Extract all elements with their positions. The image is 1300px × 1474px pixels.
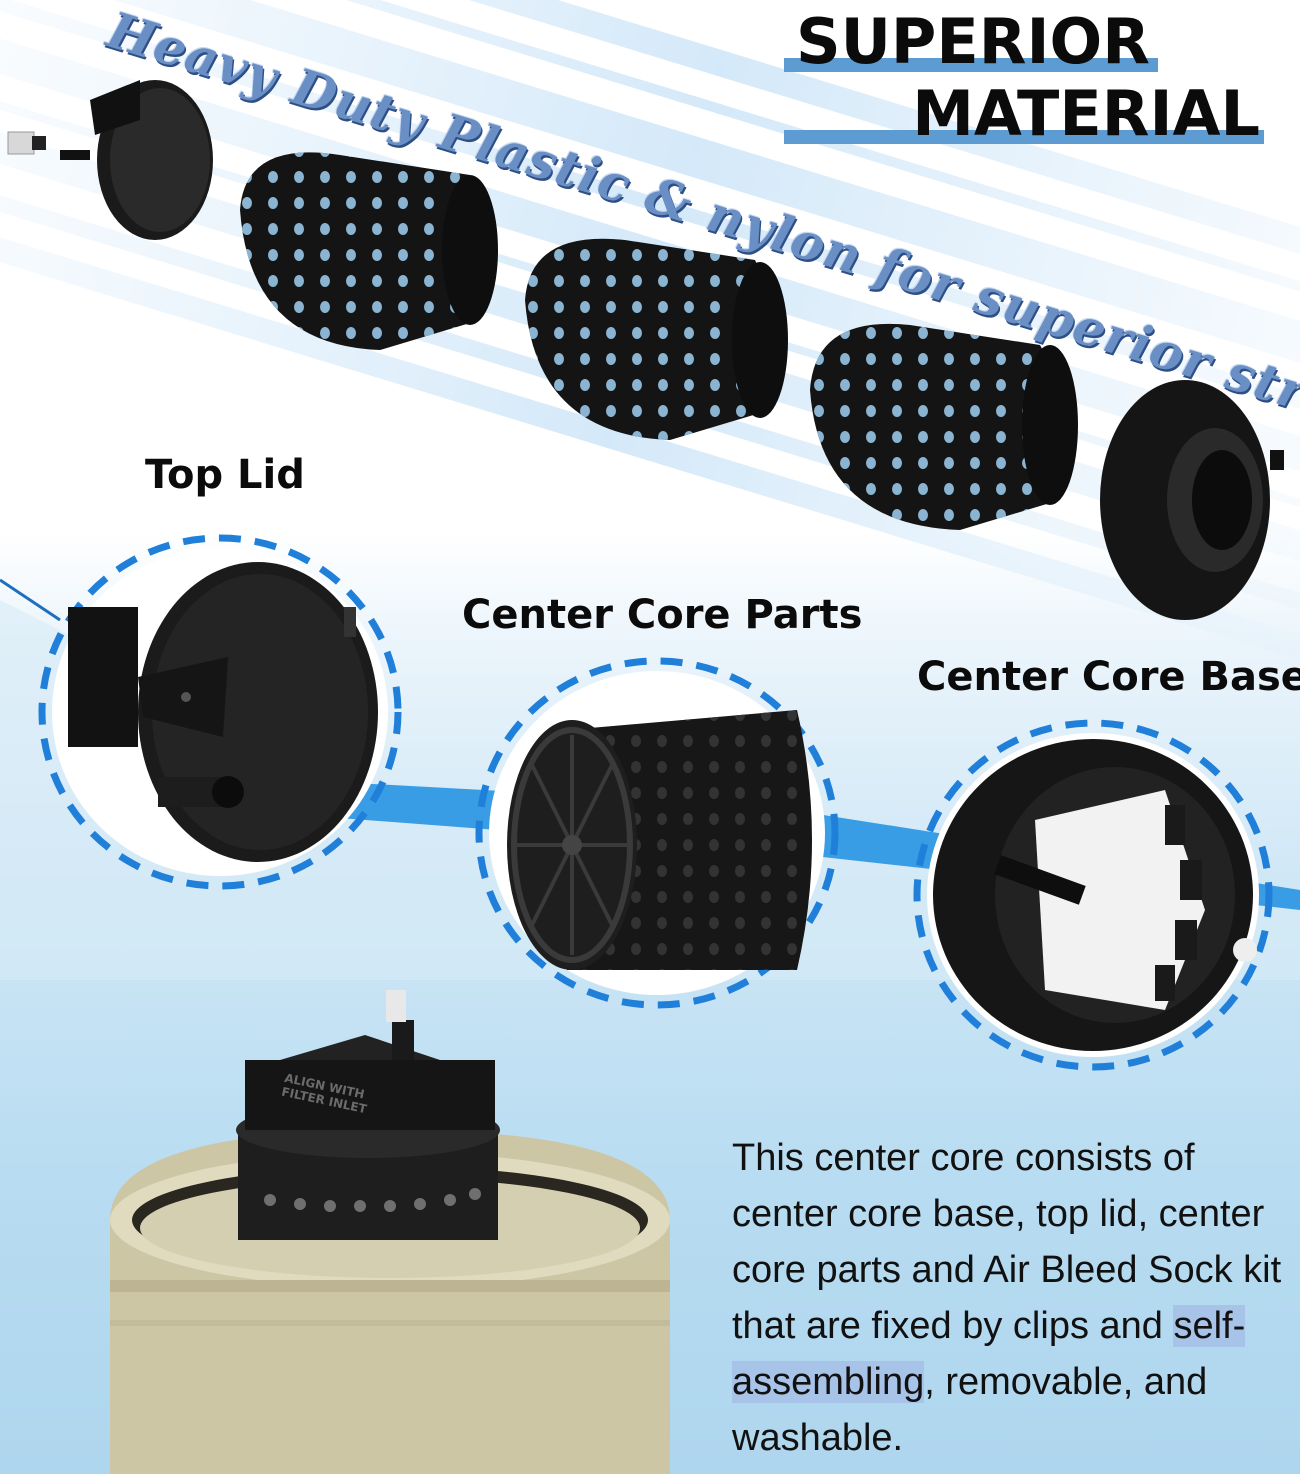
- top-lid-detail: [38, 534, 402, 890]
- label-top-lid: Top Lid: [145, 452, 305, 498]
- air-bleed-sock-icon: [7, 131, 46, 155]
- core-base-small-icon: [1100, 380, 1284, 620]
- description-text: This center core consists of center core…: [732, 1130, 1292, 1466]
- description-after: , removable, and washable.: [732, 1361, 1208, 1459]
- assembled-filter: [110, 990, 670, 1474]
- top-lid-icon: [68, 562, 378, 862]
- title-line-2: MATERIAL: [912, 77, 1260, 150]
- description-before: This center core consists of center core…: [732, 1137, 1282, 1347]
- center-core-base-detail: [913, 719, 1273, 1071]
- title-line-1: SUPERIOR: [795, 5, 1150, 78]
- center-core-parts-detail: [475, 657, 839, 1009]
- top-lid-small-icon: [60, 80, 213, 240]
- core-base-icon: [933, 739, 1257, 1051]
- label-center-core-parts: Center Core Parts: [462, 592, 863, 638]
- core-part-1-icon: [240, 152, 498, 350]
- page-title: SUPERIOR MATERIAL: [783, 5, 1264, 150]
- core-part-2-icon: [525, 238, 788, 440]
- label-center-core-base: Center Core Base: [917, 654, 1300, 700]
- core-part-3-icon: [810, 323, 1078, 530]
- assembled-core-icon: [236, 990, 500, 1240]
- exploded-parts: [7, 80, 1284, 620]
- perforated-cylinder-icon: [507, 710, 812, 970]
